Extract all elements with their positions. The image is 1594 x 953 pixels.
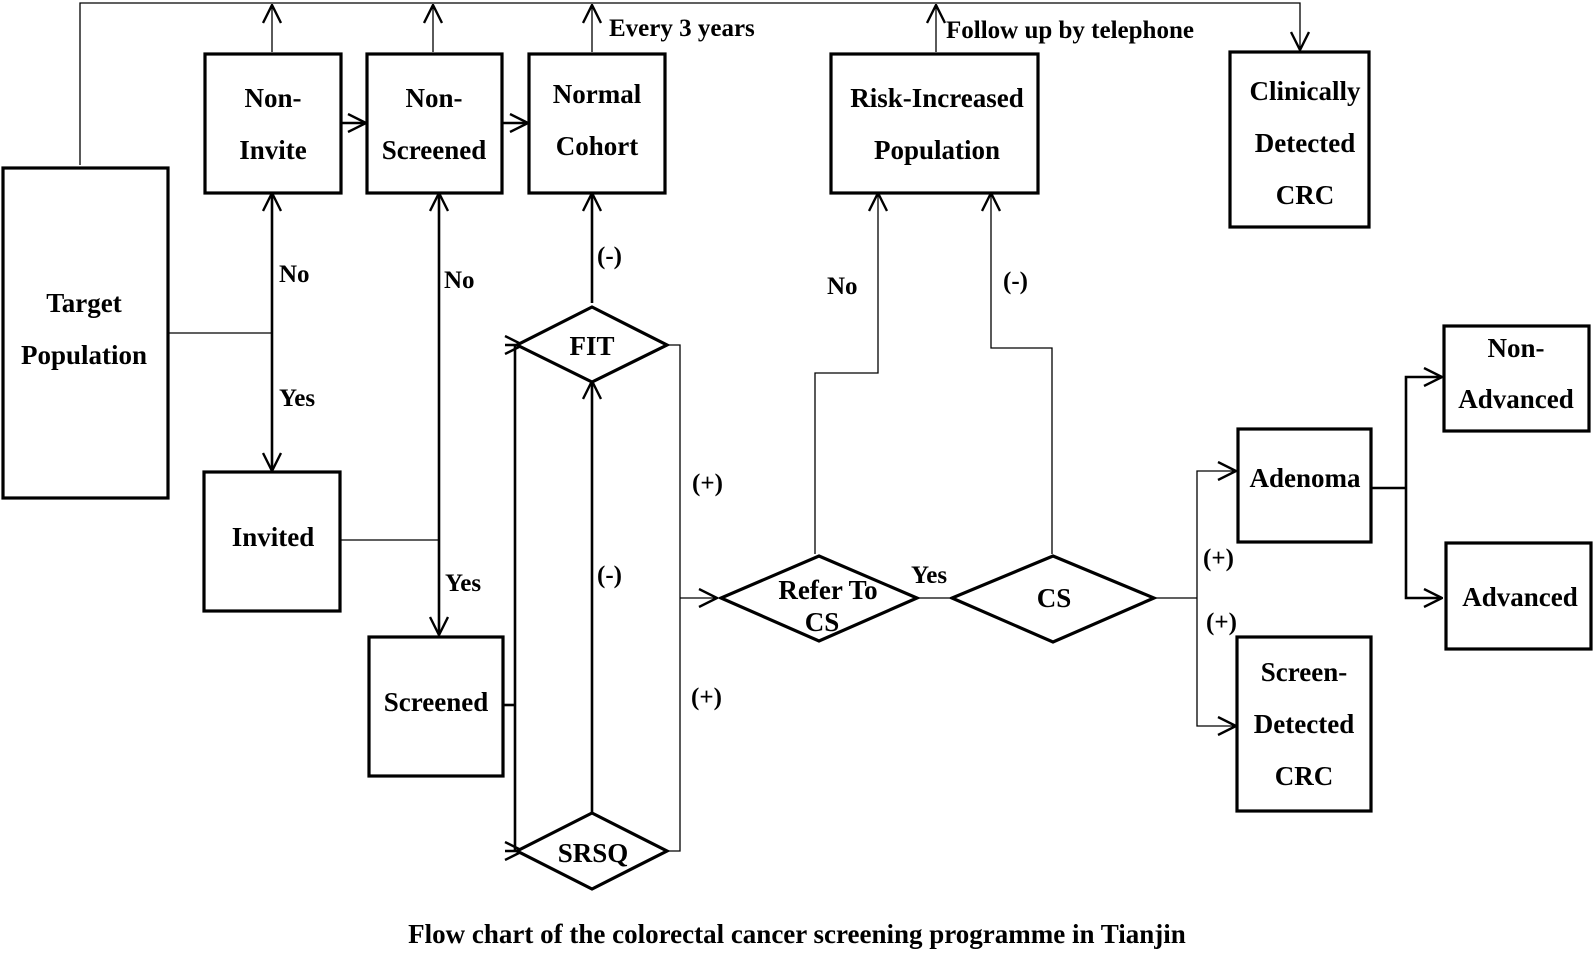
svg-text:Screened: Screened bbox=[384, 687, 488, 717]
node-label-line: Target bbox=[46, 288, 122, 318]
svg-text:Invited: Invited bbox=[232, 522, 315, 552]
label-follow-up-by-telephone: Follow up by telephone bbox=[946, 17, 1194, 44]
node-label-line: Invited bbox=[232, 522, 315, 552]
svg-text:Advanced: Advanced bbox=[1462, 582, 1578, 612]
label-invite-yes: Yes bbox=[279, 385, 315, 412]
node-label-line: Detected bbox=[1254, 709, 1354, 739]
svg-text:SRSQ: SRSQ bbox=[558, 838, 629, 868]
connectors bbox=[79, 2, 1442, 852]
node-label-line: Non- bbox=[405, 83, 462, 113]
adenoma-node: Adenoma bbox=[1236, 427, 1373, 544]
screened-node: Screened bbox=[367, 635, 505, 778]
node-label-line: Screened bbox=[384, 687, 488, 717]
label-fit-negative: (-) bbox=[597, 243, 622, 270]
edge-labels: Every 3 years Follow up by telephone No … bbox=[279, 15, 1237, 711]
fit-decision-node: FIT bbox=[513, 305, 671, 384]
node-label-line: Risk-Increased bbox=[850, 83, 1024, 113]
connector-target-to-clinical bbox=[79, 2, 1300, 165]
svg-text:Non-Screened: Non- Screened bbox=[382, 83, 486, 165]
node-label-line: Invite bbox=[239, 135, 307, 165]
srsq-decision-node: SRSQ bbox=[513, 811, 671, 891]
node-label-line: CS bbox=[1037, 583, 1072, 613]
label-every-3-years: Every 3 years bbox=[609, 15, 755, 42]
node-label-line: Non- bbox=[1487, 333, 1544, 363]
node-label-line: CRC bbox=[1276, 180, 1335, 210]
invited-node: Invited bbox=[202, 470, 342, 613]
label-cs-negative: (-) bbox=[1003, 268, 1028, 295]
node-label-line: CRC bbox=[1275, 761, 1334, 791]
node-label-line: Advanced bbox=[1462, 582, 1578, 612]
label-cs-positive-adenoma: (+) bbox=[1203, 545, 1234, 572]
node-label-line: Adenoma bbox=[1249, 463, 1361, 493]
label-fit-positive: (+) bbox=[692, 470, 723, 497]
node-label-line: Normal bbox=[553, 79, 642, 109]
connector-to-advanced bbox=[1404, 488, 1442, 598]
node-label-line: Cohort bbox=[556, 131, 639, 161]
svg-text:Adenoma: Adenoma bbox=[1249, 463, 1361, 493]
label-screen-yes: Yes bbox=[445, 570, 481, 597]
connector-cs-negative bbox=[991, 193, 1053, 554]
node-label-line: Refer To bbox=[778, 575, 877, 605]
connector-cs-to-adenoma bbox=[1196, 471, 1236, 598]
non-advanced-node: Non- Advanced bbox=[1442, 324, 1591, 433]
figure-caption: Flow chart of the colorectal cancer scre… bbox=[408, 919, 1186, 949]
connector-positive-bracket bbox=[665, 344, 681, 852]
svg-text:FIT: FIT bbox=[569, 331, 614, 361]
node-label-line: Clinically bbox=[1249, 76, 1361, 106]
node-label-line: Screened bbox=[382, 135, 486, 165]
node-label-line: Non- bbox=[244, 83, 301, 113]
label-srsq-negative: (-) bbox=[597, 562, 622, 589]
node-label-line: Population bbox=[874, 135, 1000, 165]
node-label-line: SRSQ bbox=[558, 838, 629, 868]
connector-to-non-advanced bbox=[1404, 377, 1442, 488]
connector-cs-to-crc bbox=[1196, 598, 1236, 726]
svg-text:CS: CS bbox=[1037, 583, 1072, 613]
advanced-node: Advanced bbox=[1444, 541, 1593, 651]
node-label-line: CS bbox=[805, 607, 840, 637]
node-label-line: Screen- bbox=[1261, 657, 1347, 687]
node-label-line: Advanced bbox=[1458, 384, 1574, 414]
label-refer-no: No bbox=[827, 273, 858, 300]
label-refer-yes: Yes bbox=[911, 562, 947, 589]
node-label-line: Detected bbox=[1255, 128, 1355, 158]
non-invite-node: Non- Invite bbox=[203, 52, 343, 195]
label-cs-positive-crc: (+) bbox=[1206, 609, 1237, 636]
label-screen-no: No bbox=[444, 267, 475, 294]
node-label-line: FIT bbox=[569, 331, 614, 361]
non-screened-node: Non- Screened bbox=[365, 52, 504, 195]
node-label-line: Population bbox=[21, 340, 147, 370]
connector-refer-no bbox=[814, 193, 878, 554]
svg-text:Non-Invite: Non- Invite bbox=[239, 83, 307, 165]
label-srsq-positive: (+) bbox=[691, 684, 722, 711]
svg-text:Non-Advanced: Non- Advanced bbox=[1458, 333, 1574, 414]
label-invite-no: No bbox=[279, 261, 310, 288]
cs-decision-node: CS bbox=[947, 554, 1159, 644]
